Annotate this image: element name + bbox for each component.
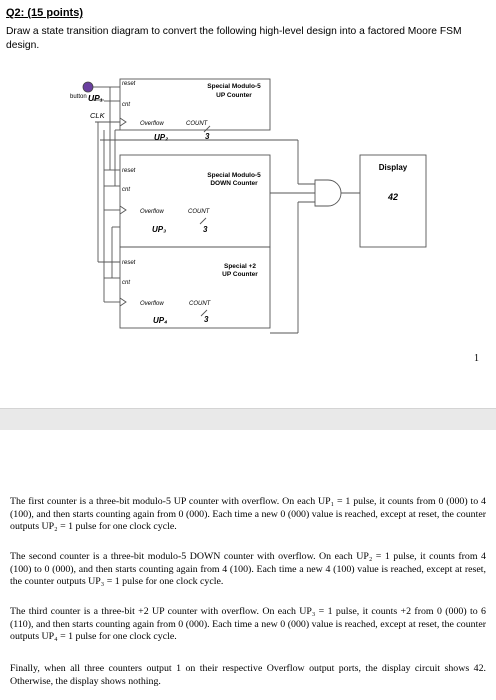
counter-2-overflow-label: Overflow — [140, 209, 164, 215]
display-title: Display — [379, 163, 408, 172]
counter-3-cnt-label: cnt — [122, 280, 130, 286]
counter-2-width: 3 — [203, 225, 208, 234]
counter-3-subname: UP Counter — [222, 271, 258, 278]
counter-2-subname: DOWN Counter — [210, 180, 258, 187]
worksheet-page-1: Q2: (15 points) Draw a state transition … — [6, 7, 479, 364]
circuit-diagram: button UP₁ CLK reset cnt Special Modulo-… — [70, 78, 427, 334]
counter-3-name: Special +2 — [224, 263, 256, 270]
button-label: button — [70, 94, 87, 100]
button-icon — [82, 81, 94, 93]
counter-1-cnt-label: cnt — [122, 102, 130, 108]
counter-3-count-label: COUNT — [189, 301, 212, 307]
and-gate — [314, 179, 342, 207]
question-title: Q2: (15 points) — [6, 7, 84, 19]
worksheet-page-2: The first counter is a three-bit modulo-… — [0, 430, 496, 700]
counter-2-name: Special Modulo-5 — [207, 172, 261, 179]
paragraph-display: Finally, when all three counters output … — [10, 663, 486, 687]
up1-label: UP₁ — [88, 93, 103, 103]
counter-3-box — [119, 246, 271, 329]
counter-3-reset-label: reset — [122, 260, 136, 266]
counter-3-overflow-label: Overflow — [140, 301, 164, 307]
counter-3-up-output: UP₄ — [153, 316, 167, 325]
counter-2-cnt-label: cnt — [122, 187, 130, 193]
display-box — [359, 154, 427, 248]
counter-1-overflow-label: Overflow — [140, 121, 164, 127]
question-prompt: Draw a state transition diagram to conve… — [6, 26, 462, 51]
counter-1-width: 3 — [205, 132, 210, 141]
paragraph-second-counter: The second counter is a three-bit modulo… — [10, 551, 486, 588]
counter-3-width: 3 — [204, 315, 209, 324]
counter-1-up-output: UP₂ — [154, 133, 168, 142]
counter-1-box — [119, 78, 271, 131]
counter-1-name: Special Modulo-5 — [207, 83, 261, 90]
paragraph-third-counter: The third counter is a three-bit +2 UP c… — [10, 606, 486, 643]
counter-1-subname: UP Counter — [216, 92, 252, 99]
paragraph-first-counter: The first counter is a three-bit modulo-… — [10, 496, 486, 533]
display-value: 42 — [387, 192, 398, 202]
counter-1-count-label: COUNT — [186, 121, 209, 127]
page-separator — [0, 408, 496, 432]
page-number: 1 — [474, 353, 479, 364]
counter-1-reset-label: reset — [122, 81, 136, 87]
counter-2-reset-label: reset — [122, 168, 136, 174]
counter-2-up-output: UP₃ — [152, 225, 166, 234]
clk-label: CLK — [90, 111, 106, 120]
counter-2-count-label: COUNT — [188, 209, 211, 215]
counter-2-box — [119, 154, 271, 248]
